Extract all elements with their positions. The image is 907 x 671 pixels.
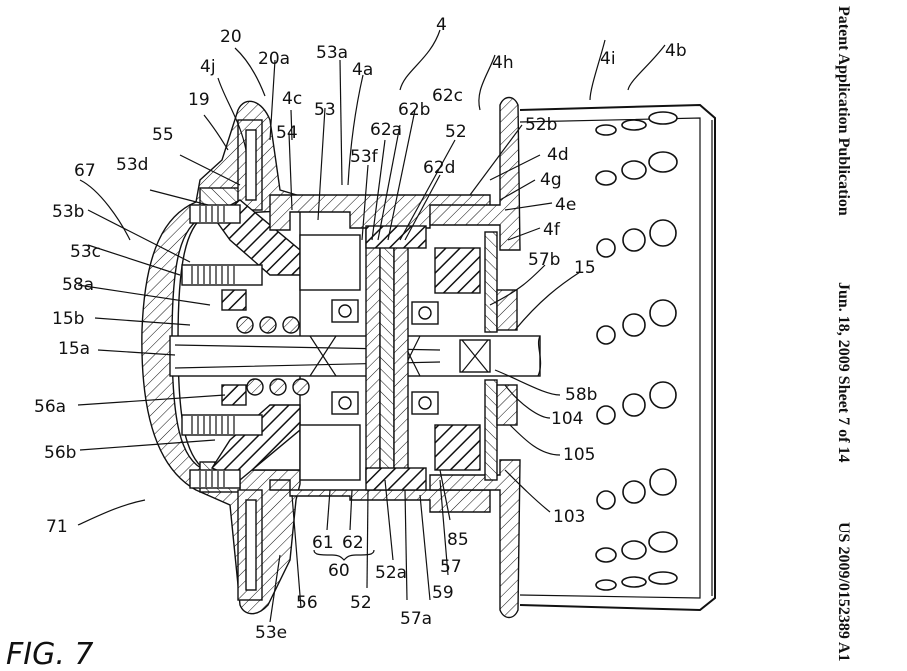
label-67: 67 — [74, 161, 96, 181]
label-62c: 62c — [432, 86, 463, 106]
label-56: 56 — [296, 593, 318, 613]
date-and-sheet: Jun. 18, 2009 Sheet 7 of 14 — [835, 282, 852, 463]
label-57: 57 — [440, 557, 462, 577]
label-53c: 53c — [70, 242, 101, 262]
label-105: 105 — [563, 445, 595, 465]
label-58a: 58a — [62, 275, 94, 295]
sanding-pad — [519, 103, 716, 612]
bolt-top — [189, 204, 241, 224]
label-15: 15 — [574, 258, 596, 278]
label-62d: 62d — [423, 158, 455, 178]
pad-holes — [595, 111, 678, 591]
label-20: 20 — [220, 27, 242, 47]
label-19: 19 — [188, 90, 210, 110]
publication-number: US 2009/0152389 A1 — [835, 522, 852, 662]
front-plate-assembly — [429, 96, 521, 619]
label-52-top: 52 — [445, 122, 467, 142]
label-60: 60 — [328, 561, 350, 581]
label-57a: 57a — [400, 609, 432, 629]
label-71: 71 — [46, 517, 68, 537]
label-54: 54 — [276, 123, 298, 143]
label-4d: 4d — [547, 145, 569, 165]
label-62b: 62b — [398, 100, 430, 120]
label-52b: 52b — [525, 115, 557, 135]
publication-title: Patent Application Publication — [835, 6, 852, 216]
label-55: 55 — [152, 125, 174, 145]
patent-header: Patent Application Publication Jun. 18, … — [835, 0, 892, 671]
label-103: 103 — [553, 507, 585, 527]
label-4e: 4e — [555, 195, 576, 215]
label-4: 4 — [436, 15, 447, 35]
brace-60 — [313, 549, 375, 561]
label-4j: 4j — [200, 57, 216, 77]
label-53e: 53e — [255, 623, 287, 643]
label-4h: 4h — [492, 53, 514, 73]
label-53: 53 — [314, 100, 336, 120]
label-20a: 20a — [258, 49, 290, 69]
leader-lines — [77, 29, 666, 623]
bolt-lower — [181, 414, 263, 436]
bolt-upper — [181, 264, 263, 286]
ball-bearings — [236, 299, 439, 415]
bolts — [181, 204, 263, 489]
label-53d: 53d — [116, 155, 148, 175]
label-15b: 15b — [52, 309, 84, 329]
label-4f: 4f — [543, 220, 561, 240]
label-4b: 4b — [665, 41, 687, 61]
label-62a: 62a — [370, 120, 402, 140]
label-15a: 15a — [58, 339, 90, 359]
gear-housing — [269, 194, 491, 513]
label-61: 61 — [312, 533, 334, 553]
label-53f: 53f — [350, 147, 379, 167]
label-59: 59 — [432, 583, 454, 603]
label-52a: 52a — [375, 563, 407, 583]
label-4i: 4i — [600, 49, 616, 69]
reference-labels: 20 20a 4j 19 4c 53a 4a 4 53 54 55 53d 67… — [6, 15, 687, 671]
label-4a: 4a — [352, 60, 373, 80]
label-104: 104 — [551, 409, 583, 429]
label-52-bottom: 52 — [350, 593, 372, 613]
label-58b: 58b — [565, 385, 597, 405]
label-56b: 56b — [44, 443, 76, 463]
bolt-bottom — [189, 469, 241, 489]
label-4c: 4c — [282, 89, 302, 109]
figure-label: FIG. 7 — [6, 637, 94, 671]
label-62: 62 — [342, 533, 364, 553]
label-53a: 53a — [316, 43, 348, 63]
label-53b: 53b — [52, 202, 84, 222]
label-4g: 4g — [540, 170, 562, 190]
label-57b: 57b — [528, 250, 560, 270]
label-85: 85 — [447, 530, 469, 550]
gear-stack — [365, 225, 427, 491]
spindle-shaft — [169, 335, 542, 377]
label-56a: 56a — [34, 397, 66, 417]
